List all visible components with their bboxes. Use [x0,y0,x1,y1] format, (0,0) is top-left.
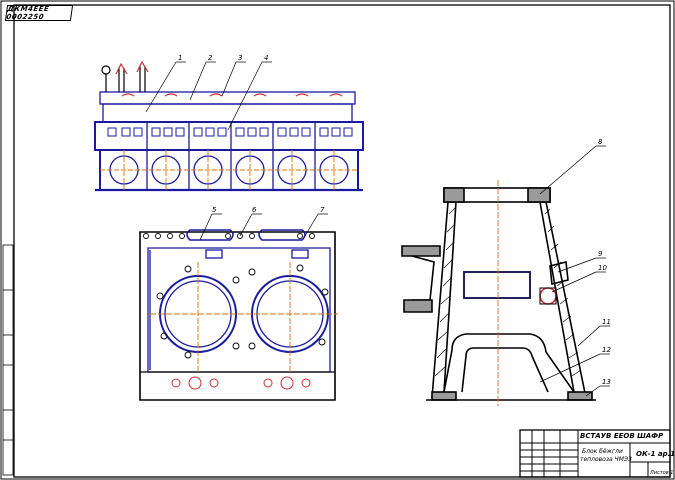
callout-13: 13 [602,378,611,386]
title-block-organization: ВСТАУВ ЕЕОВ ШАФР [580,432,664,440]
leaders-top [145,61,272,131]
pipe-fittings-accent [115,60,343,97]
title-block-drawing-code: ОК-1 ар.1 [636,450,675,458]
callout-9: 9 [598,250,603,258]
callout-2: 2 [208,54,213,62]
title-block-sheet-label: Листов 1 [650,470,674,476]
callout-numbers-mid: 5 6 7 [212,206,325,214]
title-block [519,429,671,478]
callout-12: 12 [602,346,611,354]
callout-numbers-section: 8 9 10 11 12 13 [598,138,611,386]
callout-10: 10 [598,264,607,272]
block-end-view [139,229,336,401]
block-side-view [94,91,364,192]
title-block-part-name-line2: тепловоза ЧМЭ3 [580,456,632,463]
corner-stamp: ДКМ4ЕЕЕ 0002250 [4,5,74,21]
pipe-fittings [101,65,146,92]
callout-numbers-top: 1 2 3 4 [178,54,268,62]
bore-axes-mid [150,262,338,372]
title-block-part-name-line1: Блок бёжгли [582,448,623,455]
section-hatch [434,207,582,377]
callout-11: 11 [602,318,611,326]
callout-8: 8 [598,138,603,146]
callout-5: 5 [212,206,217,214]
binding-strip [2,244,14,476]
leaders-section [539,145,610,397]
drawing-frame [13,4,671,478]
bore-axes-top [100,150,358,192]
callout-7: 7 [320,206,325,214]
callout-3: 3 [238,54,242,62]
cross-section-view [401,187,596,401]
callout-6: 6 [252,206,257,214]
callout-4: 4 [264,54,268,62]
leaders-mid [199,213,328,241]
callout-1: 1 [178,54,182,62]
